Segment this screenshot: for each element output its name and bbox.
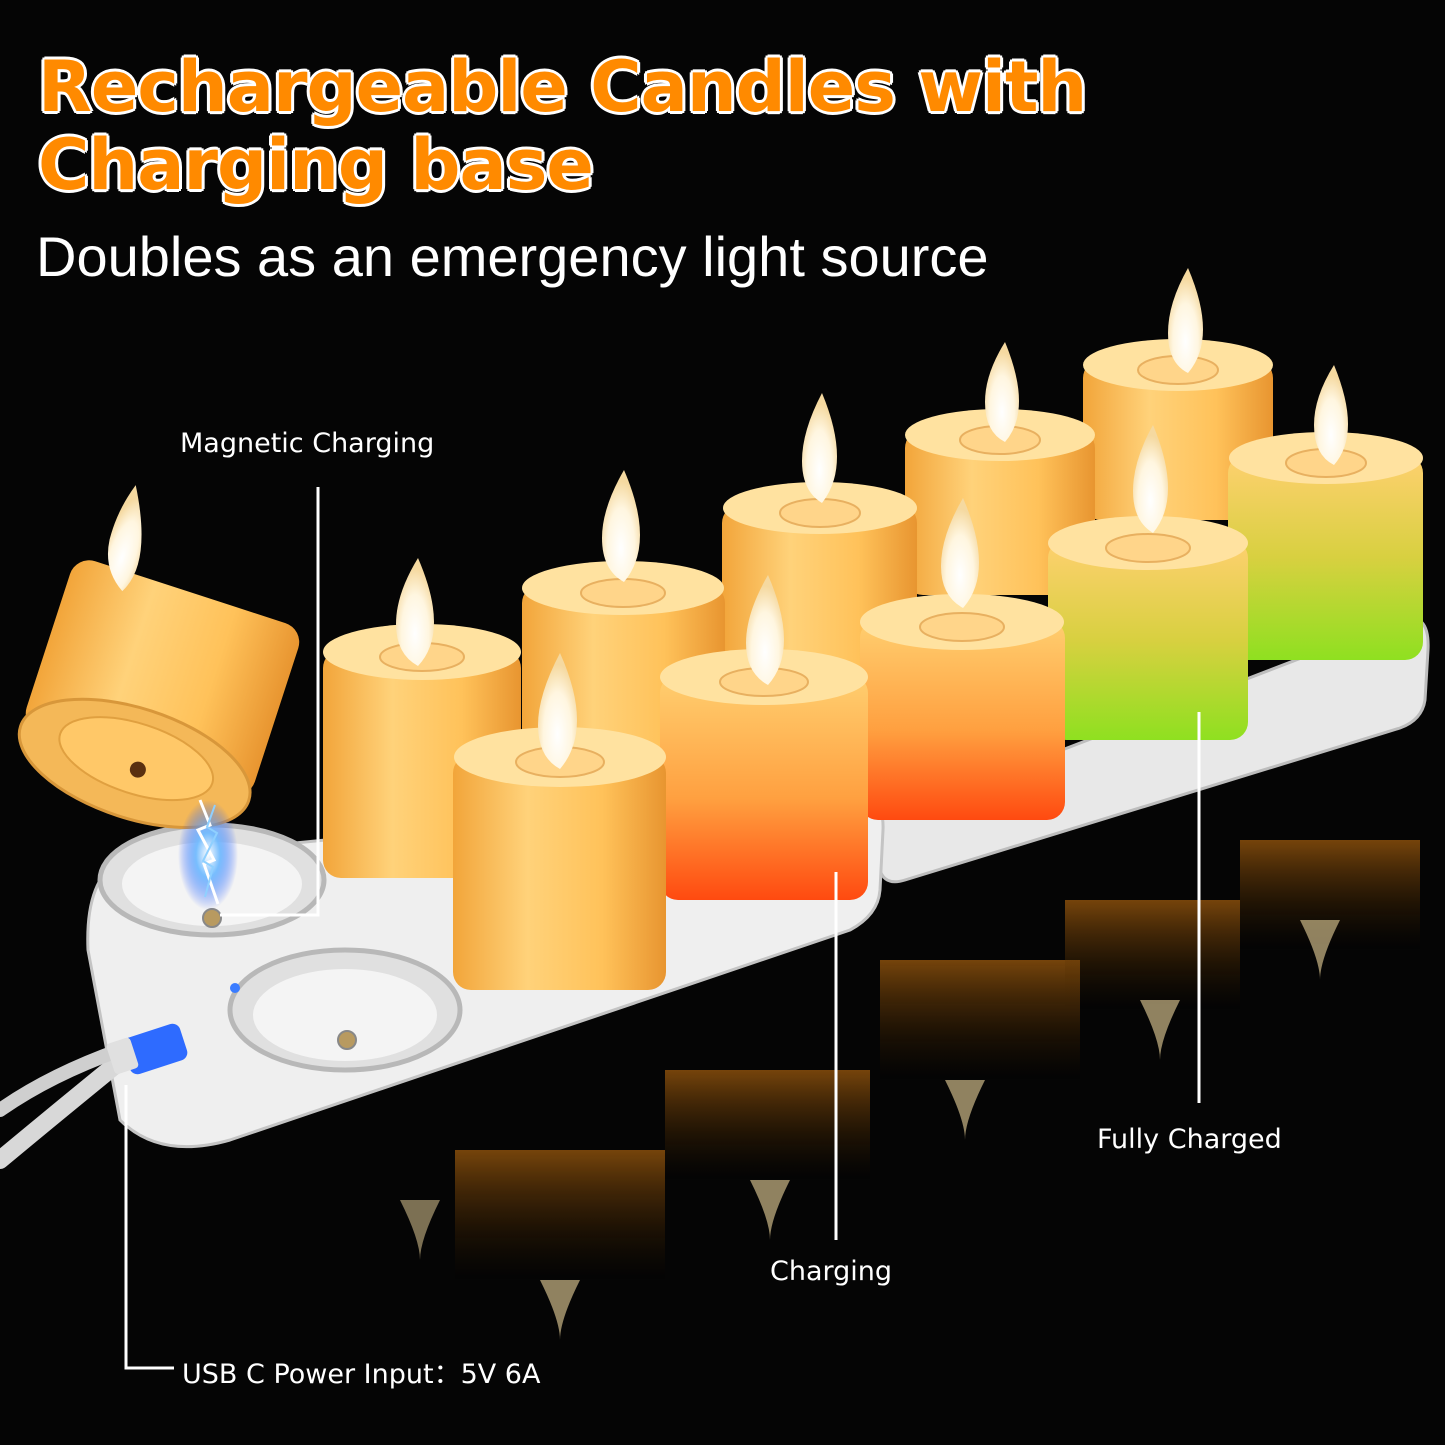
- magnetic-charging-label: Magnetic Charging: [180, 428, 435, 459]
- fully-charged-label: Fully Charged: [1097, 1124, 1282, 1155]
- empty-charging-well: [227, 947, 463, 1073]
- candle-charging: [660, 575, 868, 900]
- headline-line-2: Charging base: [38, 124, 594, 206]
- usb-c-cable-icon: [0, 1023, 188, 1169]
- candle-charging: [860, 498, 1065, 820]
- headline-line-1: Rechargeable Candles with: [38, 46, 1087, 128]
- subtitle: Doubles as an emergency light source: [36, 225, 989, 288]
- headline: Rechargeable Candles with Charging base: [38, 46, 1087, 206]
- status-led: [230, 983, 240, 993]
- candle-fully-charged: [1228, 365, 1423, 660]
- usb-input-label: USB C Power Input：5V 6A: [182, 1359, 541, 1390]
- candle: [1083, 268, 1273, 520]
- lightning-spark-icon: [178, 799, 238, 910]
- lifted-candle: [17, 485, 300, 829]
- callout-line: [124, 487, 1201, 1370]
- candle-fully-charged: [1048, 425, 1248, 740]
- charging-label: Charging: [770, 1256, 893, 1287]
- candle: [453, 653, 666, 990]
